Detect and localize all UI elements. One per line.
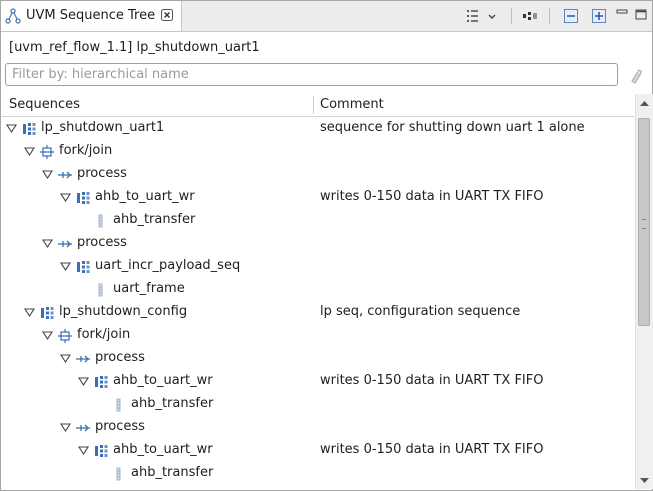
tree-row[interactable]: ahb_to_uart_wr writes 0-150 data in UART … (2, 186, 634, 209)
expand-toggle-icon[interactable] (78, 376, 89, 387)
expand-toggle-icon[interactable] (6, 123, 17, 134)
view-tab-bar: UVM Sequence Tree (1, 1, 652, 32)
maximize-icon[interactable] (633, 7, 649, 25)
sequence-icon (23, 123, 36, 135)
column-header-sequences[interactable]: Sequences (9, 97, 80, 112)
tree-row[interactable]: ahb_to_uart_wr writes 0-150 data in UART … (2, 439, 634, 462)
tree-row[interactable]: uart_incr_payload_seq (2, 255, 634, 278)
tree-row-comment: lp seq, configuration sequence (320, 304, 521, 319)
tree-row-label: process (95, 419, 145, 434)
tree-row[interactable]: process (2, 416, 634, 439)
sequence-icon (95, 445, 108, 457)
tree-row-label: process (95, 350, 145, 365)
toolbar-separator (549, 8, 550, 24)
tree-row[interactable]: lp_shutdown_uart1 sequence for shutting d… (2, 117, 634, 140)
tree-row-label: fork/join (77, 327, 131, 342)
layout-options-icon[interactable] (521, 7, 539, 25)
tree-row-label: uart_incr_payload_seq (95, 258, 241, 273)
expand-all-icon[interactable] (590, 7, 608, 25)
sequence-icon (41, 307, 54, 319)
tree-row[interactable]: fork/join (2, 140, 634, 163)
scrollbar-thumb[interactable] (638, 118, 650, 326)
expand-toggle-icon[interactable] (24, 146, 35, 157)
tree-row[interactable]: ahb_transfer (2, 462, 634, 485)
tree-row-label: process (77, 166, 127, 181)
tree-row[interactable]: fork/join (2, 324, 634, 347)
sequence-icon (77, 192, 90, 204)
fork-join-icon (58, 329, 72, 343)
tree-row-label: ahb_transfer (131, 396, 214, 411)
sequence-tree-table: Sequences Comment lp_shutdown_uart1 seque… (2, 94, 634, 489)
tree-row[interactable]: ahb_to_uart_wr writes 0-150 data in UART … (2, 370, 634, 393)
expand-toggle-icon[interactable] (78, 445, 89, 456)
item-icon (116, 467, 121, 481)
scroll-down-icon[interactable] (639, 475, 650, 486)
tree-row-comment: writes 0-150 data in UART TX FIFO (320, 189, 544, 204)
expand-toggle-icon[interactable] (42, 169, 53, 180)
table-header: Sequences Comment (2, 94, 634, 117)
tree-row-comment: writes 0-150 data in UART TX FIFO (320, 442, 544, 457)
process-icon (76, 424, 90, 432)
tree-row[interactable]: lp_shutdown_config lp seq, configuration … (2, 301, 634, 324)
expand-toggle-icon[interactable] (60, 353, 71, 364)
collapse-all-icon[interactable] (562, 7, 580, 25)
sequence-path-header: [uvm_ref_flow_1.1] lp_shutdown_uart1 (9, 40, 260, 55)
tree-row-label: lp_shutdown_uart1 (41, 120, 165, 135)
tree-row-label: ahb_to_uart_wr (95, 189, 195, 204)
minimize-icon[interactable] (614, 7, 630, 25)
tree-row[interactable]: process (2, 163, 634, 186)
toolbar-separator (511, 8, 512, 24)
expand-toggle-icon[interactable] (60, 192, 71, 203)
tree-row-label: process (77, 235, 127, 250)
vertical-scrollbar[interactable] (635, 94, 653, 489)
tree-row-label: ahb_to_uart_wr (113, 373, 213, 388)
fork-join-icon (40, 145, 54, 159)
filter-input[interactable] (5, 63, 618, 86)
scrollbar-grip (642, 219, 646, 229)
expand-toggle-icon[interactable] (42, 330, 53, 341)
tree-row-comment: sequence for shutting down uart 1 alone (320, 120, 585, 135)
tree-row-comment: writes 0-150 data in UART TX FIFO (320, 373, 544, 388)
tab-uvm-sequence-tree[interactable]: UVM Sequence Tree (1, 1, 182, 31)
tree-row-label: ahb_transfer (131, 465, 214, 480)
expand-toggle-icon[interactable] (24, 307, 35, 318)
tree-row[interactable]: process (2, 232, 634, 255)
item-icon (116, 398, 121, 412)
tree-row-label: ahb_transfer (113, 212, 196, 227)
scroll-up-icon[interactable] (639, 98, 650, 109)
sequence-tree-icon (5, 8, 21, 24)
tree-row[interactable]: ahb_transfer (2, 393, 634, 416)
tree-row-label: lp_shutdown_config (59, 304, 188, 319)
tree-row[interactable]: process (2, 347, 634, 370)
chevron-down-icon[interactable] (485, 7, 499, 25)
process-icon (58, 171, 72, 179)
tree-row-label: uart_frame (113, 281, 185, 296)
close-icon[interactable] (161, 9, 173, 21)
process-icon (58, 240, 72, 248)
sequence-icon (77, 261, 90, 273)
clear-filter-icon[interactable] (626, 67, 644, 85)
list-view-icon[interactable] (463, 7, 481, 25)
process-icon (76, 355, 90, 363)
sequence-icon (95, 376, 108, 388)
tree-row-label: ahb_to_uart_wr (113, 442, 213, 457)
item-icon (98, 283, 103, 297)
item-icon (98, 214, 103, 228)
tab-title: UVM Sequence Tree (26, 8, 156, 23)
tree-row-label: fork/join (59, 143, 113, 158)
column-header-comment[interactable]: Comment (320, 97, 384, 112)
tree-row[interactable]: uart_frame (2, 278, 634, 301)
expand-toggle-icon[interactable] (42, 238, 53, 249)
tree-row[interactable]: ahb_transfer (2, 209, 634, 232)
expand-toggle-icon[interactable] (60, 261, 71, 272)
expand-toggle-icon[interactable] (60, 422, 71, 433)
column-divider[interactable] (313, 96, 314, 114)
